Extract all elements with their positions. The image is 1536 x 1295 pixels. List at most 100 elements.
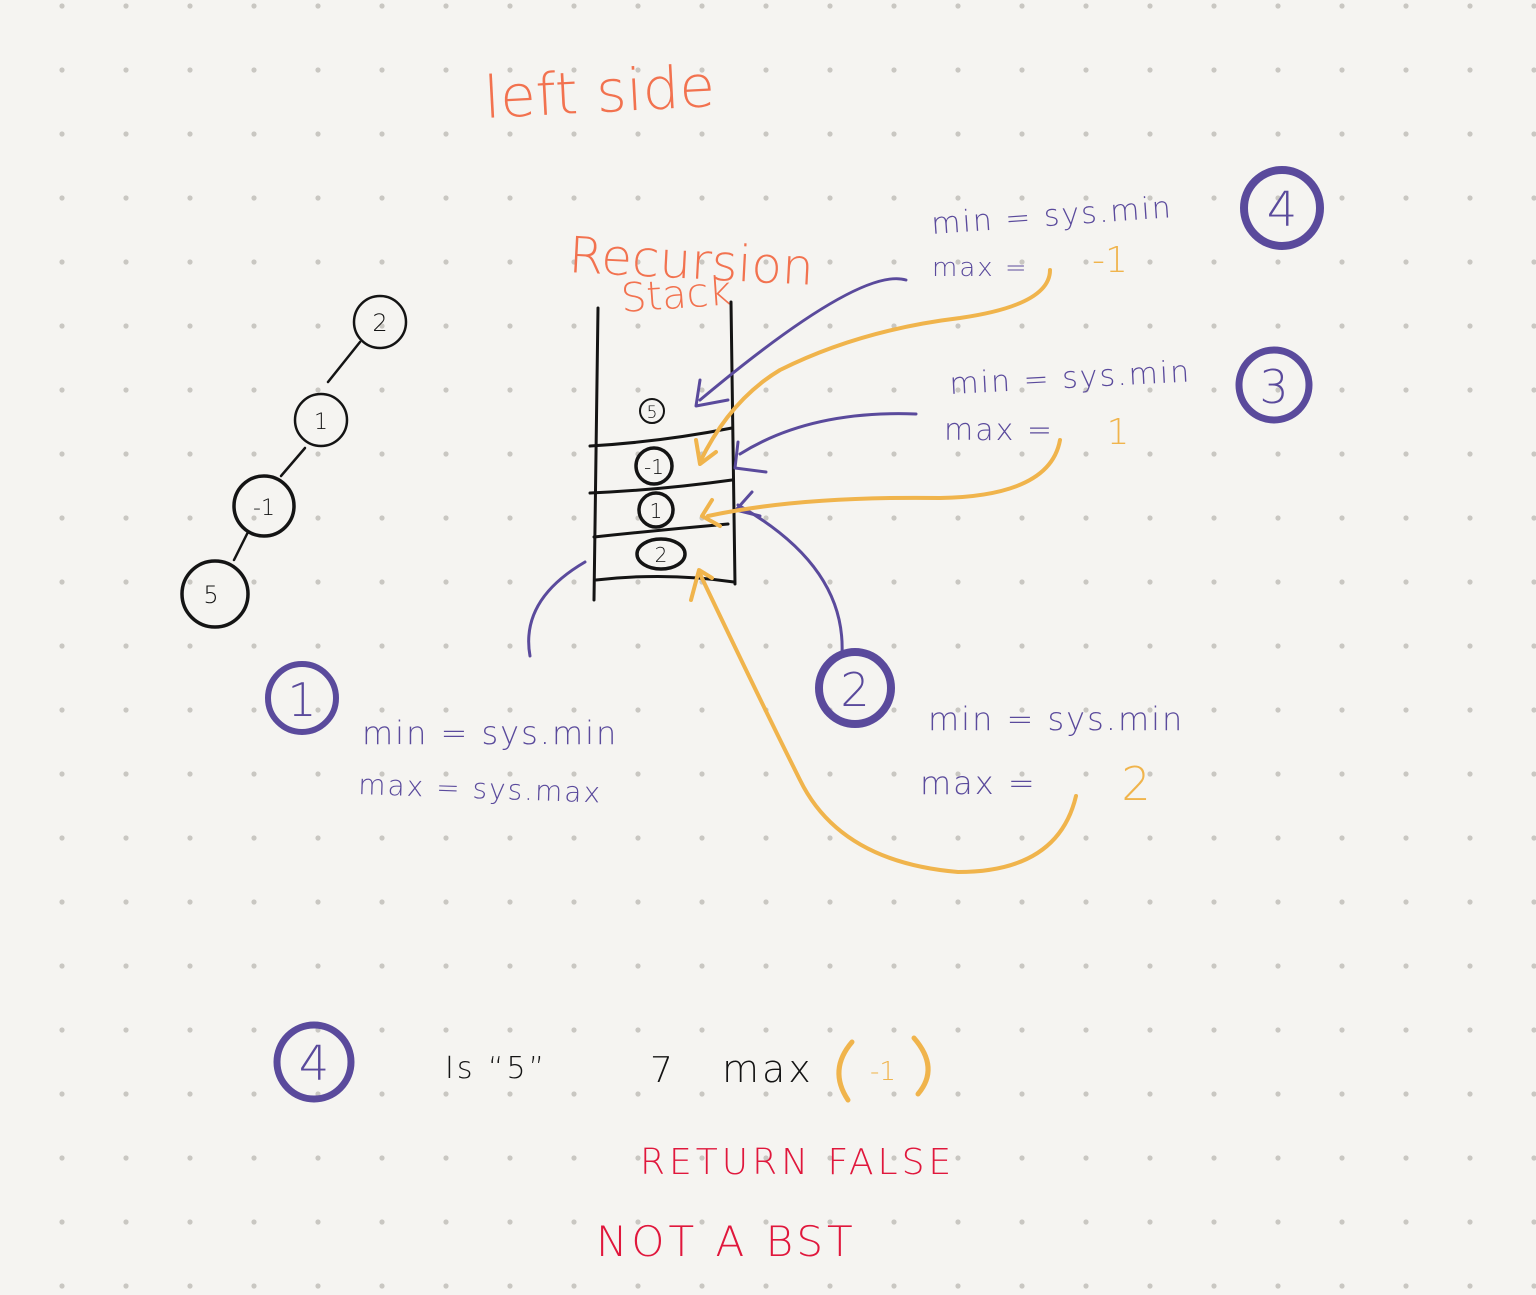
grid-dot [59, 707, 65, 713]
grid-dot [315, 835, 321, 841]
grid-dot [1531, 1219, 1536, 1225]
step-1-min: min = sys.min [362, 714, 618, 752]
grid-dot [187, 3, 193, 9]
step-4-arrow [698, 277, 908, 402]
stack-base [594, 574, 736, 584]
grid-dot [699, 707, 705, 713]
grid-dot [187, 259, 193, 265]
grid-dot [315, 899, 321, 905]
grid-dot [1339, 963, 1345, 969]
grid-dot [891, 579, 897, 585]
grid-dot [251, 3, 257, 9]
grid-dot [379, 707, 385, 713]
grid-dot [379, 1219, 385, 1225]
conclusion-badge-circle [273, 1021, 355, 1103]
grid-dot [187, 1219, 193, 1225]
grid-dot [443, 323, 449, 329]
grid-dot [59, 131, 65, 137]
grid-dot [507, 771, 513, 777]
grid-dot [1467, 3, 1473, 9]
grid-dot [59, 643, 65, 649]
step-3-arrow-head [733, 440, 768, 474]
grid-dot [379, 579, 385, 585]
grid-dot [1275, 771, 1281, 777]
stack-frame-5-label: 5 [647, 403, 658, 423]
grid-dot [763, 67, 769, 73]
grid-dot [1403, 3, 1409, 9]
grid-dot [1083, 579, 1089, 585]
grid-dot [699, 643, 705, 649]
grid-dot [1211, 1027, 1217, 1033]
grid-dot [955, 451, 961, 457]
grid-dot [1275, 963, 1281, 969]
grid-dot [251, 515, 257, 521]
grid-dot [187, 899, 193, 905]
conclusion-max-value: -1 [870, 1057, 896, 1087]
grid-dot [1531, 899, 1536, 905]
grid-dot [1339, 387, 1345, 393]
grid-dot [955, 771, 961, 777]
grid-dot [123, 67, 129, 73]
grid-dot [1275, 259, 1281, 265]
grid-dot [507, 707, 513, 713]
grid-dot [955, 963, 961, 969]
grid-dot [507, 195, 513, 201]
grid-dot [955, 1027, 961, 1033]
grid-dot [187, 515, 193, 521]
step-4-arrow-head [694, 378, 730, 408]
grid-dot [1403, 451, 1409, 457]
grid-dot [315, 1219, 321, 1225]
grid-dot [635, 643, 641, 649]
grid-dot [1467, 1283, 1473, 1289]
grid-dot [1275, 3, 1281, 9]
grid-dot [315, 771, 321, 777]
grid-dot [571, 643, 577, 649]
grid-dot [1083, 835, 1089, 841]
grid-dot [59, 3, 65, 9]
stack-heading-line-2: Stack [619, 268, 733, 322]
grid-dot [1403, 515, 1409, 521]
grid-dot [827, 451, 833, 457]
grid-dot [123, 131, 129, 137]
grid-dot [379, 387, 385, 393]
grid-dot [1531, 707, 1536, 713]
step-4-min: min = sys.min [930, 190, 1174, 242]
grid-dot [955, 67, 961, 73]
grid-dot [1019, 835, 1025, 841]
grid-dot [443, 259, 449, 265]
grid-dot [187, 131, 193, 137]
grid-dot [59, 387, 65, 393]
value-neg1-arrow-head [694, 438, 718, 466]
grid-dot [891, 1091, 897, 1097]
grid-dot [1339, 259, 1345, 265]
grid-dot [187, 1027, 193, 1033]
result-not-a-bst: NOT A BST [596, 1217, 857, 1266]
grid-dot [1083, 963, 1089, 969]
grid-dot [955, 1155, 961, 1161]
grid-dot [827, 195, 833, 201]
grid-dot [1275, 643, 1281, 649]
grid-dot [251, 1219, 257, 1225]
grid-dot [123, 1219, 129, 1225]
grid-dot [1467, 1027, 1473, 1033]
conclusion-greater-than: 7 [650, 1050, 673, 1091]
grid-dot [699, 1091, 705, 1097]
grid-dot [443, 835, 449, 841]
grid-dot [1467, 1091, 1473, 1097]
grid-dot [123, 579, 129, 585]
grid-dot [1211, 643, 1217, 649]
grid-dot [699, 3, 705, 9]
grid-dot [1339, 67, 1345, 73]
step-1-badge: 1 [265, 661, 339, 735]
grid-dot [1339, 771, 1345, 777]
grid-dot [1147, 1219, 1153, 1225]
grid-dot [443, 1091, 449, 1097]
step-3-arrow [738, 412, 918, 456]
grid-dot [1083, 1091, 1089, 1097]
tree-node-5-label: 5 [203, 581, 218, 609]
conclusion-question: Is “5” [445, 1051, 547, 1086]
step-4-badge: 4 [1240, 166, 1324, 250]
grid-dot [1531, 771, 1536, 777]
grid-dot [1211, 1283, 1217, 1289]
grid-dot [1083, 259, 1089, 265]
